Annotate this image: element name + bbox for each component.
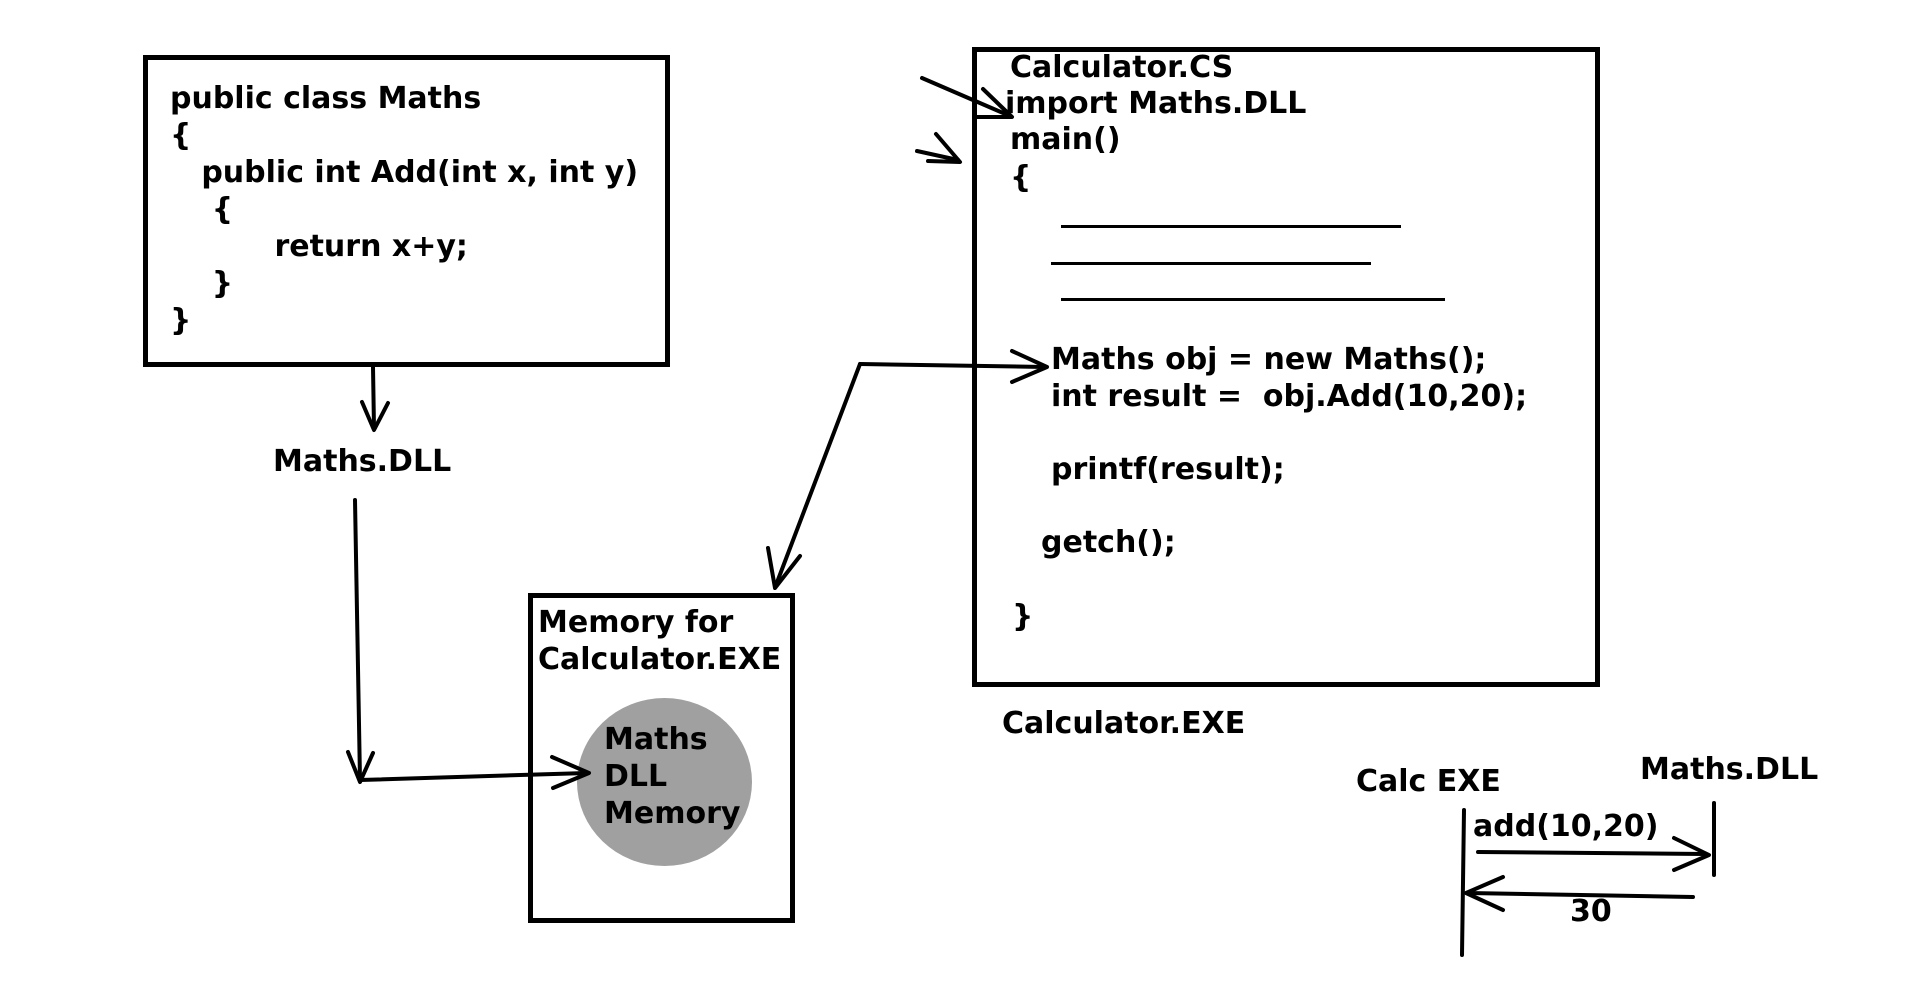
calc-close-brace: } xyxy=(1012,599,1034,634)
calc-open-brace: { xyxy=(1010,160,1032,195)
memory-title-line-1: Memory for xyxy=(538,605,734,640)
arrow-dll-to-memory xyxy=(358,771,589,782)
arrow-obj-head xyxy=(1010,349,1049,384)
circle-line-2: DLL xyxy=(604,759,668,794)
pointer-arrow-main-head xyxy=(926,132,962,164)
calc-printf-line: printf(result); xyxy=(1051,452,1285,487)
calc-result-line: int result = obj.Add(10,20); xyxy=(1051,379,1528,414)
arrow-obj-to-memory-head xyxy=(766,546,802,590)
placeholder-line-2 xyxy=(1051,262,1371,265)
calc-exe-label: Calculator.EXE xyxy=(1002,706,1246,741)
dll-memory-circle xyxy=(577,698,752,866)
calc-getch-line: getch(); xyxy=(1041,525,1176,560)
circle-line-1: Maths xyxy=(604,722,708,757)
pointer-arrow-import-head xyxy=(972,87,1014,119)
pointer-arrow-import xyxy=(920,76,1012,118)
maths-line-6: } xyxy=(170,266,234,301)
calc-title: Calculator.CS xyxy=(1010,50,1234,85)
seq-call-arrow xyxy=(1476,850,1708,856)
placeholder-line-1 xyxy=(1061,225,1401,228)
maths-line-2: { xyxy=(170,118,192,153)
maths-line-5: return x+y; xyxy=(170,229,468,264)
memory-title-line-2: Calculator.EXE xyxy=(538,642,782,677)
seq-return-label: 30 xyxy=(1570,894,1612,929)
seq-right-label: Maths.DLL xyxy=(1640,752,1819,787)
arrow-maths-to-dll-head xyxy=(360,400,390,432)
arrow-maths-to-dll xyxy=(371,365,376,430)
placeholder-line-3 xyxy=(1061,298,1445,301)
line-obj-horizontal xyxy=(858,362,1047,369)
maths-line-7: } xyxy=(170,303,192,338)
calculator-cs-box xyxy=(972,47,1600,687)
seq-left-lifeline xyxy=(1460,808,1466,957)
arrow-dll-down-head xyxy=(346,750,375,784)
calc-main-line: main() xyxy=(1010,122,1121,157)
arrow-obj-to-memory xyxy=(774,362,862,587)
calc-import-line: import Maths.DLL xyxy=(1005,86,1307,121)
maths-dll-label: Maths.DLL xyxy=(273,444,452,479)
maths-line-3: public int Add(int x, int y) xyxy=(170,155,639,190)
seq-call-label: add(10,20) xyxy=(1473,809,1659,844)
seq-call-arrow-head xyxy=(1672,836,1711,872)
seq-left-label: Calc EXE xyxy=(1356,764,1501,799)
line-dll-down xyxy=(353,498,362,782)
seq-return-arrow-head xyxy=(1464,875,1505,912)
maths-line-1: public class Maths xyxy=(170,81,482,116)
maths-line-4: { xyxy=(170,192,234,227)
calc-obj-line: Maths obj = new Maths(); xyxy=(1051,342,1487,377)
arrow-dll-to-memory-head xyxy=(550,755,591,790)
pointer-arrow-main xyxy=(915,149,960,162)
maths-class-box xyxy=(143,55,670,367)
circle-line-3: Memory xyxy=(604,796,741,831)
seq-return-arrow xyxy=(1466,891,1695,899)
